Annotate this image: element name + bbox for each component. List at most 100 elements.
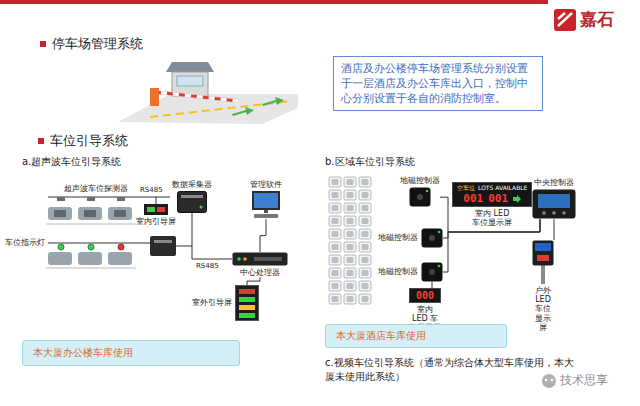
central-graphic: [532, 189, 576, 219]
controller-knob: [429, 269, 435, 275]
top-bar: [0, 0, 548, 4]
controller-knob: [417, 194, 423, 200]
ultrasonic-sensor: [87, 197, 95, 201]
part-name: 中央控制器: [534, 178, 574, 187]
magnet-graphic: [421, 262, 443, 282]
watermark-icon: [545, 379, 548, 382]
part-label-wrap: 管理软件: [250, 180, 282, 189]
box-text: 酒店及办公楼停车场管理系统分别设置于一层酒店及办公车库出入口，控制中心分别设置于…: [341, 61, 535, 106]
controller-screen: [538, 194, 570, 208]
outdoor-led-display: 户外 LED 车位显示屏: [532, 240, 554, 332]
part-name: 地磁控制器: [378, 267, 418, 276]
barrier-post: [150, 88, 159, 106]
booth: [172, 72, 208, 96]
magnet-graphic: [421, 228, 443, 248]
part-name: 室内引导屏: [136, 217, 176, 227]
geomagnetic-controller: 地磁控制器: [378, 228, 443, 248]
status-light: [200, 206, 203, 209]
screen-light: [157, 207, 165, 212]
monitor-stand: [264, 210, 268, 213]
part-label-wrap: 地磁控制器: [400, 176, 440, 185]
display-case: [533, 241, 554, 266]
drive-slot: [254, 257, 282, 261]
magnet-symbol: [409, 187, 431, 207]
car: [108, 252, 132, 265]
logo-stripe: [558, 13, 565, 19]
central-symbol: [532, 189, 576, 219]
car: [48, 252, 72, 265]
ultrasonic-sensor: [117, 197, 125, 201]
parking-sign: [535, 243, 551, 251]
display-digits: 001: [463, 193, 483, 204]
logo-stripe: [558, 13, 572, 26]
bullet: [38, 138, 44, 144]
barrier-arm: [155, 92, 238, 101]
signal-name: RS485: [140, 186, 163, 194]
status-light: [237, 257, 241, 261]
post-symbol: [532, 240, 554, 284]
part-label-wrap: 数据采集器: [172, 180, 212, 189]
monitor: [252, 191, 280, 210]
outdoor-graphic: [235, 285, 259, 321]
part-label-wrap: 中心处理器: [240, 268, 280, 277]
part-name: 室内 LED 车位显示屏: [470, 209, 514, 227]
subsection-heading: a.超声波车位引导系统: [22, 156, 121, 168]
connector-wire: [192, 213, 232, 259]
controller-knob: [429, 235, 435, 241]
barrier-arm: [155, 92, 238, 101]
connector-wire: [247, 277, 260, 285]
controller-case: [533, 190, 576, 219]
monitor-screen: [254, 193, 278, 208]
part-name: 管理软件: [250, 180, 282, 189]
outdoor-guide-screen: 室外引导屏: [192, 285, 259, 321]
controller-button: [542, 211, 546, 215]
data-collector: [150, 236, 176, 256]
controller-case: [410, 188, 431, 207]
indoor-screen: [144, 204, 168, 215]
indicator-wire: [48, 243, 150, 244]
status-light: [243, 257, 247, 261]
car: [48, 207, 72, 220]
display-arrow: [513, 195, 521, 203]
watermark: 技术思享: [560, 373, 608, 387]
car-window: [84, 210, 96, 217]
part-name: 超声波车位探测器: [64, 184, 128, 194]
post-graphic: [532, 240, 554, 284]
collector-case: [178, 192, 207, 213]
part-name: 地磁控制器: [378, 233, 418, 242]
collector-wire: [176, 246, 192, 247]
part-label-wrap: 室外引导屏: [192, 298, 232, 307]
indicator-light: [118, 244, 124, 250]
part-name: 地磁控制器: [400, 176, 440, 185]
screen-row: [239, 305, 255, 310]
box-text: 本大厦酒店车库使用: [336, 329, 496, 343]
display-digits: [537, 255, 549, 261]
lane-arrow: [232, 107, 254, 116]
ultrasonic-sensor: [57, 197, 65, 201]
management-pc: 管理软件: [250, 180, 282, 219]
part-name: 车位指示灯: [5, 238, 45, 248]
screen-board: [236, 286, 259, 321]
parking-line: [46, 224, 136, 225]
geomagnetic-controller: 地磁控制器: [400, 176, 440, 207]
indoor-led-display: 空车位LOTS AVAILABLE001001室内 LED 车位显示屏: [452, 182, 532, 227]
part-label-wrap: 地磁控制器: [378, 233, 418, 242]
status-light: [438, 231, 441, 234]
parking-line: [46, 268, 136, 269]
section-heading: 车位引导系统: [50, 133, 128, 149]
computer-graphic: [250, 191, 282, 219]
connector-wire: [554, 219, 555, 240]
outdoor-symbol: [235, 285, 259, 321]
central-processor: 中心处理器: [232, 252, 288, 277]
display-row: 001001: [463, 193, 521, 204]
part-name: 中心处理器: [240, 268, 280, 277]
controller-button: [552, 211, 556, 215]
collector-symbol: [177, 191, 207, 213]
part-label-wrap: 室内 LED 车位显示屏: [470, 209, 514, 227]
computer-symbol: [250, 191, 282, 219]
display-caption: 空车位: [457, 185, 475, 191]
indicator-light: [58, 244, 64, 250]
screen-wire: [156, 197, 157, 204]
status-light: [426, 190, 429, 193]
screen-light: [147, 207, 155, 212]
